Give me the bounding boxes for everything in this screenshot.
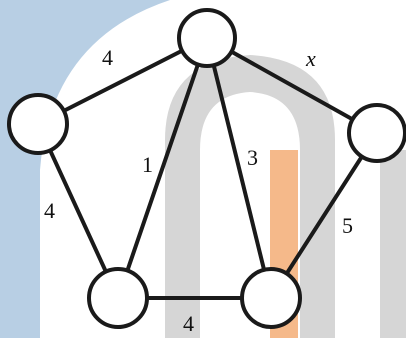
watermark-blue-arc (0, 0, 170, 338)
weight-top-bottom-right: 3 (247, 145, 258, 170)
node-right (347, 103, 406, 163)
watermark-gray-arch (165, 55, 335, 338)
weight-top-bottom-left: 1 (142, 152, 153, 177)
node-left (7, 93, 69, 155)
edge-left-bottom-left (36, 122, 120, 300)
watermark-gray-bar (380, 150, 406, 338)
edge-labels: 4 4 4 1 3 x 5 (44, 45, 353, 336)
weight-right-bottom-right: 5 (342, 213, 353, 238)
weight-top-left: 4 (102, 45, 113, 70)
edge-top-bottom-right (205, 36, 273, 300)
weight-bottom-left-bottom-right: 4 (183, 311, 194, 336)
node-bottom-left (87, 267, 149, 329)
nodes (7, 8, 406, 329)
edge-top-right (205, 36, 379, 135)
weight-left-bottom-left: 4 (44, 198, 55, 223)
edge-top-left (36, 36, 209, 126)
edge-top-bottom-left (116, 36, 209, 300)
weight-top-right: x (305, 46, 316, 71)
node-top (177, 8, 237, 68)
node-bottom-right (240, 267, 302, 329)
edge-right-bottom-right (269, 131, 379, 300)
